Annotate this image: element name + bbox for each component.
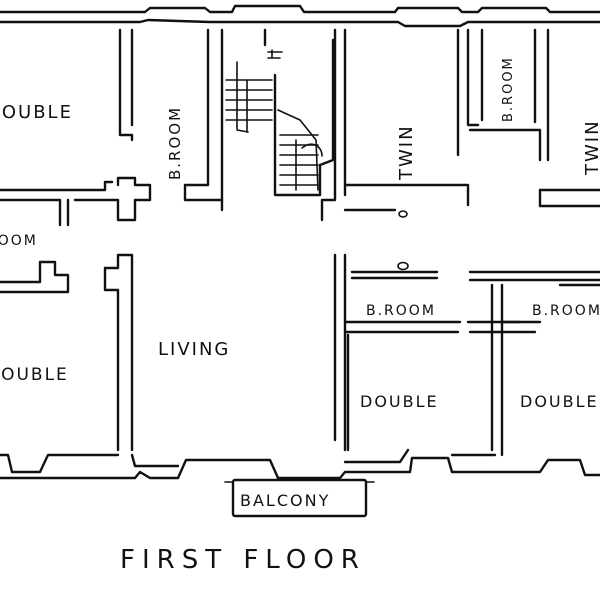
label-double-mid-left: DOUBLE (0, 365, 69, 385)
label-double-right: DOUBLE (520, 392, 599, 411)
label-broom-mid-1: B.ROOM (366, 303, 436, 319)
wall-double-top-left (0, 28, 152, 227)
label-double-top-left: DOUBLE (0, 102, 73, 123)
label-living: LIVING (158, 339, 230, 360)
exterior-wall-top (0, 4, 600, 28)
staircase (225, 38, 335, 197)
label-broom-mid-2: B.ROOM (532, 303, 600, 319)
exterior-wall-bottom (0, 448, 600, 480)
wall-corridor (320, 28, 470, 222)
caption-first-floor: FIRST FLOOR (120, 545, 366, 575)
label-broom-top-right: B.ROOM (501, 56, 516, 122)
label-twin-right-edge: TWIN (582, 119, 600, 176)
label-broom-left: ROOM (0, 233, 38, 249)
balcony (224, 478, 375, 518)
label-broom-top-center: B.ROOM (166, 106, 184, 180)
label-double-mid: DOUBLE (360, 392, 439, 411)
wall-broom-top-center (183, 28, 267, 212)
wall-living (333, 253, 600, 457)
wall-double-mid-left (0, 253, 134, 452)
wall-twin (456, 28, 600, 208)
label-twin: TWIN (396, 124, 417, 181)
label-balcony: BALCONY (240, 491, 330, 510)
